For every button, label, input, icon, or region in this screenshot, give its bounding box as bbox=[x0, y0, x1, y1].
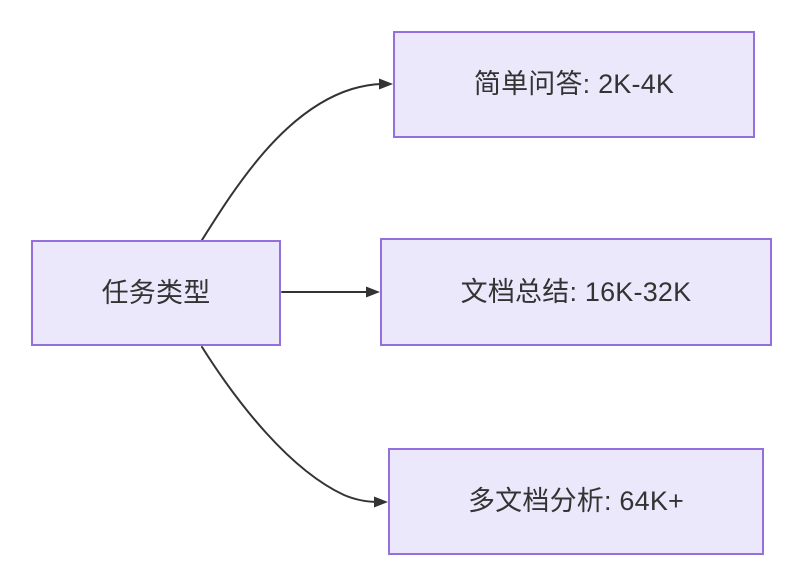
node-doc-summary-label: 文档总结: 16K-32K bbox=[460, 276, 692, 307]
node-multi-doc[interactable]: 多文档分析: 64K+ bbox=[388, 448, 764, 555]
edge-root-to-doc-summary bbox=[281, 286, 380, 298]
node-task-type-label: 任务类型 bbox=[101, 277, 211, 308]
node-task-type[interactable]: 任务类型 bbox=[31, 240, 281, 346]
arrow-head-simple-qa bbox=[379, 78, 393, 90]
node-simple-qa[interactable]: 简单问答: 2K-4K bbox=[393, 31, 755, 138]
edge-root-to-simple-qa bbox=[201, 78, 393, 241]
node-multi-doc-label: 多文档分析: 64K+ bbox=[467, 486, 684, 517]
arrow-head-doc-summary bbox=[366, 286, 380, 298]
edge-root-to-multi-doc bbox=[201, 346, 388, 508]
node-doc-summary[interactable]: 文档总结: 16K-32K bbox=[380, 238, 772, 346]
node-simple-qa-label: 简单问答: 2K-4K bbox=[473, 69, 675, 100]
arrow-head-multi-doc bbox=[374, 496, 388, 508]
